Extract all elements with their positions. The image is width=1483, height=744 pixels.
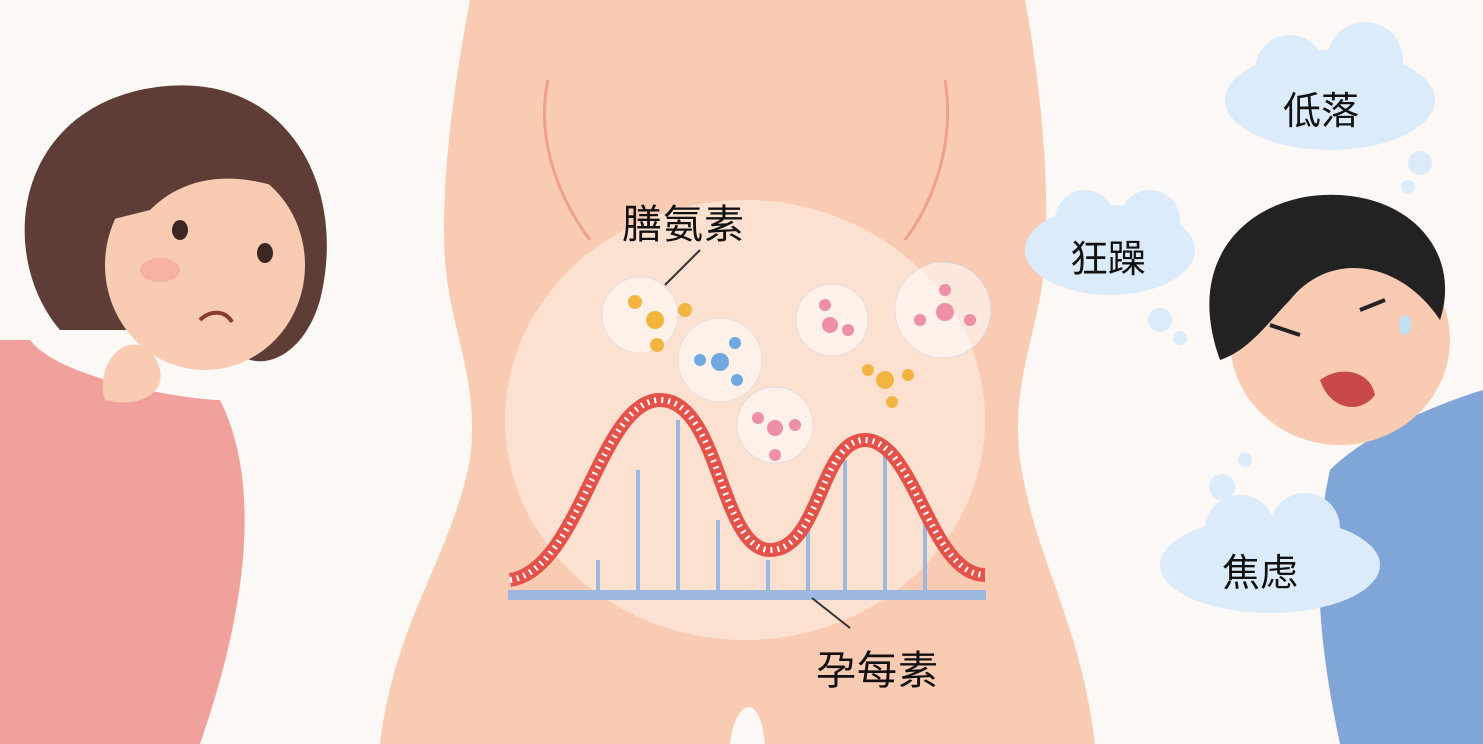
mood-manic-text: 狂躁 — [1070, 237, 1147, 281]
cloud-anxious — [1160, 493, 1380, 613]
progesterone-baseline — [508, 420, 986, 600]
mood-low-text: 低落 — [1283, 89, 1360, 133]
worried-woman — [0, 85, 327, 744]
cloud-manic — [1025, 190, 1195, 295]
distressed-man — [1209, 194, 1483, 744]
serotonin-label: 膳氨素 — [622, 202, 745, 248]
cloud-low — [1225, 22, 1435, 150]
serotonin-wave — [508, 392, 986, 587]
molecule-bubbles — [601, 261, 992, 464]
mood-anxious-text: 焦虑 — [1222, 551, 1299, 595]
progesterone-label: 孕每素 — [816, 648, 939, 694]
thought-clouds — [1025, 22, 1435, 613]
